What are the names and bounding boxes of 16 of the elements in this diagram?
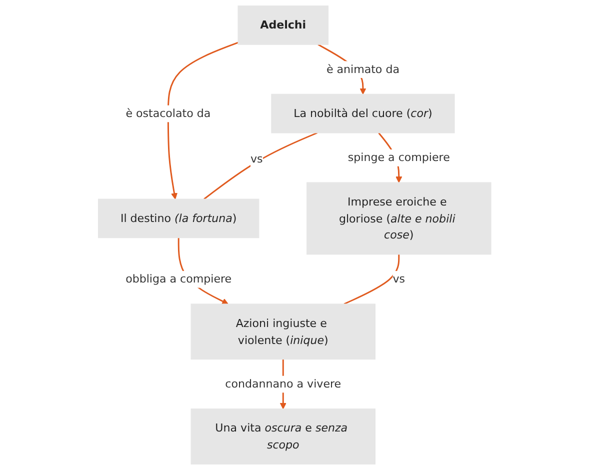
node-box: Azioni ingiuste e violente (inique)	[190, 304, 376, 360]
node-box: Imprese eroiche e gloriose (alte e nobili cose)	[306, 182, 492, 255]
arrow	[167, 42, 238, 200]
edge-label: vs	[250, 152, 263, 166]
edge-label: obbliga a compiere	[125, 272, 232, 286]
edge-label: è ostacolato da	[126, 106, 210, 120]
connector	[344, 254, 400, 305]
edge-label: è animato da	[326, 62, 400, 76]
node-box: La nobiltà del cuore (cor)	[271, 94, 455, 134]
edge-label: condannano a vivere	[225, 377, 341, 390]
node-box: Il destino (la fortuna)	[98, 198, 260, 238]
edge-label: vs	[392, 272, 405, 286]
connector	[203, 132, 318, 200]
edge-label: spinge a compiere	[348, 150, 450, 164]
node-box: Adelchi	[238, 6, 328, 45]
node-box: Una vita oscura e senza scopo	[190, 408, 376, 464]
